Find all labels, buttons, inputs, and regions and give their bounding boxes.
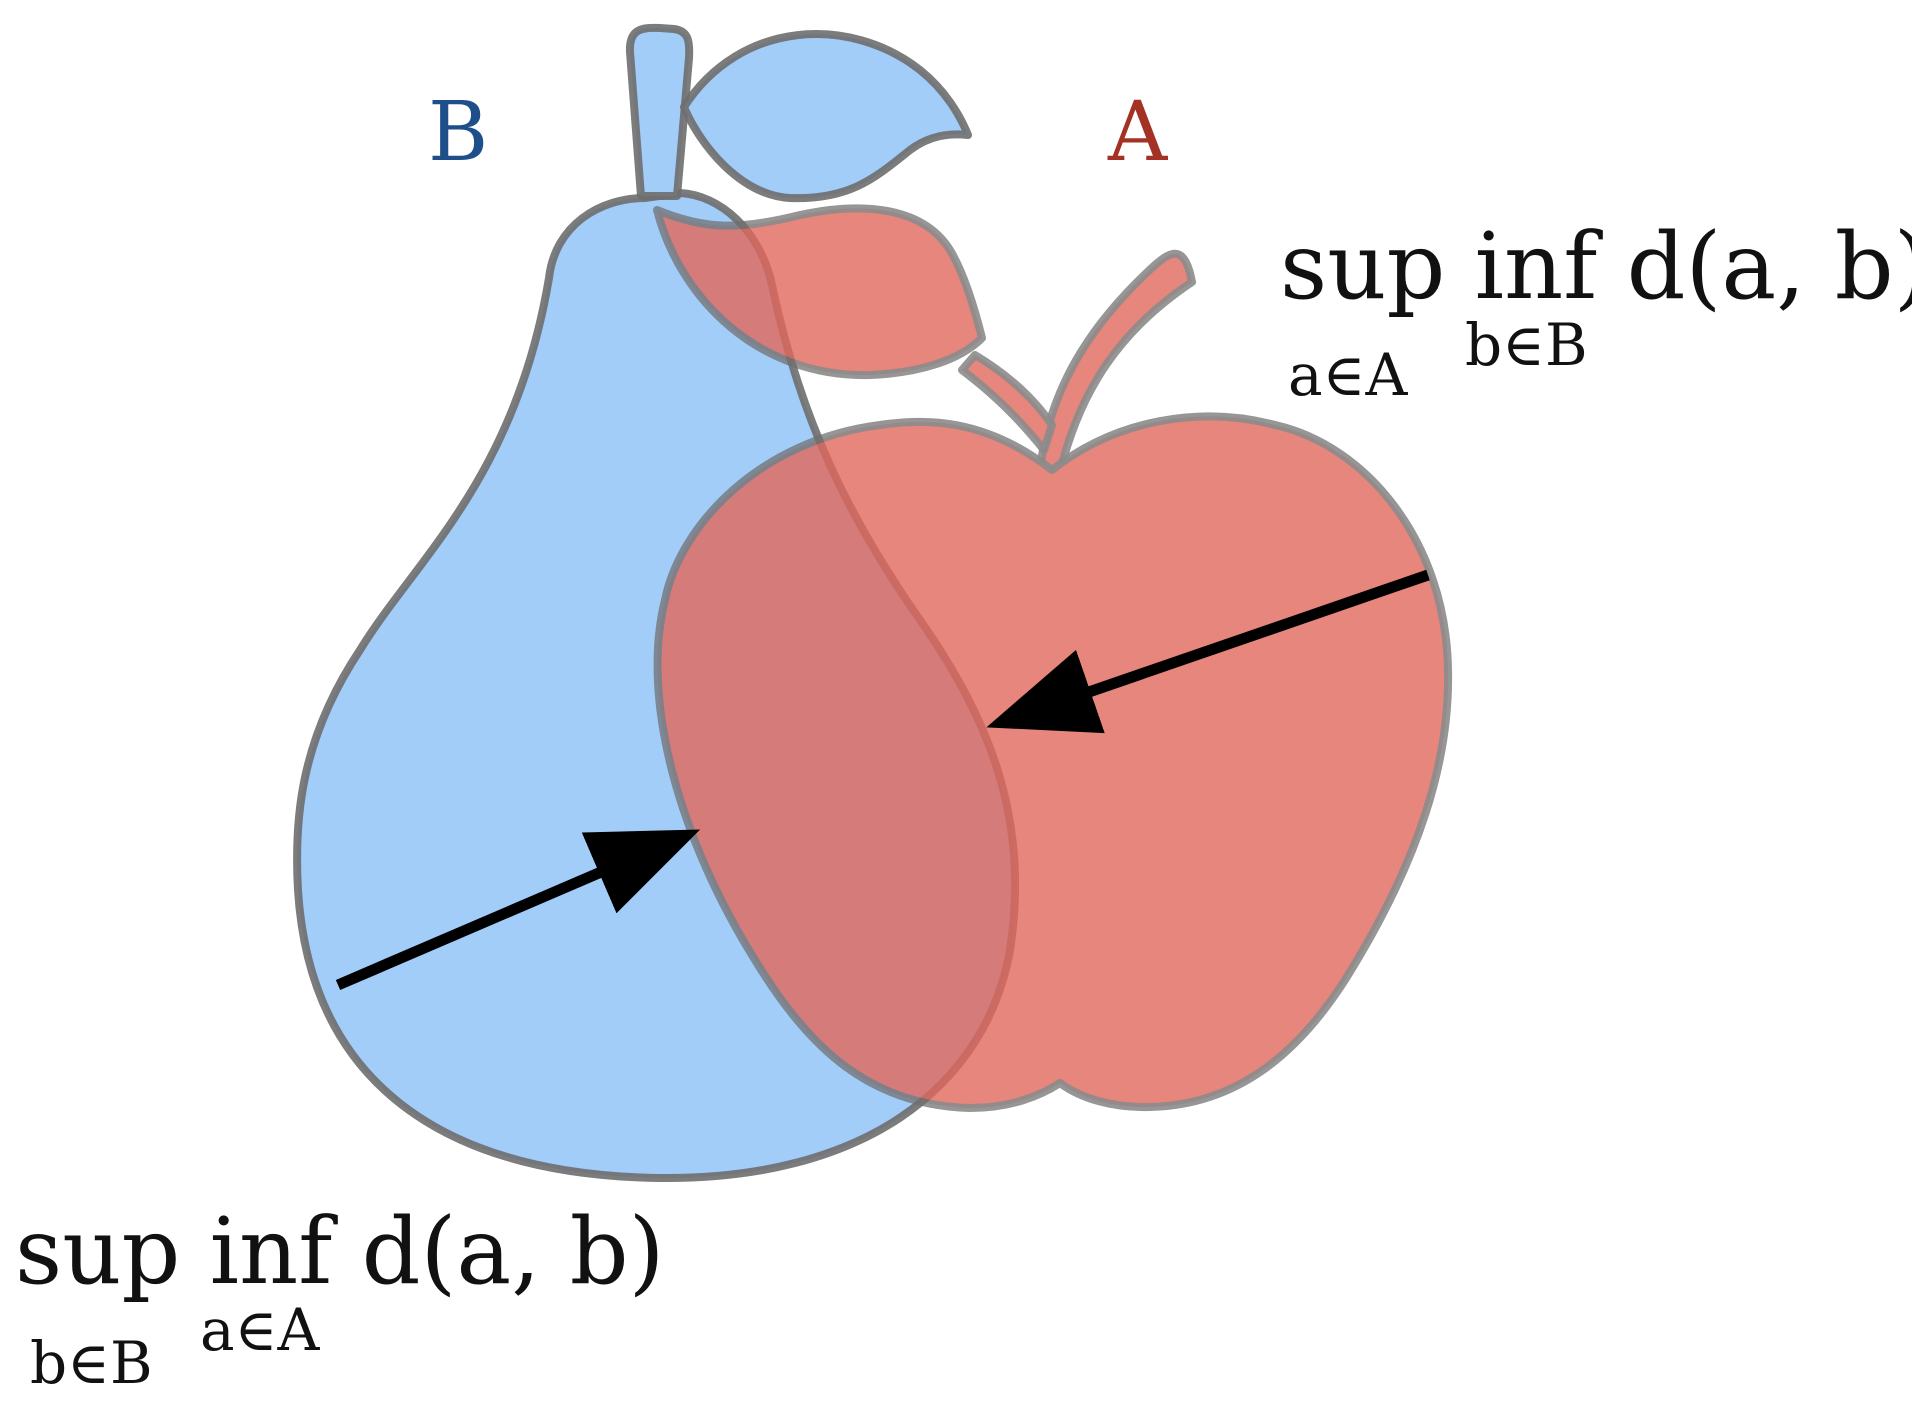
arrow-a-to-b — [986, 569, 1430, 734]
apple-twig — [958, 351, 1056, 454]
formula-bottom-main: sup inf d(a, b) — [15, 1198, 664, 1305]
arrow-b-to-a — [335, 829, 701, 991]
set-label-b: B — [428, 85, 488, 180]
apple-stem — [1036, 249, 1196, 476]
apple-leaf — [653, 204, 986, 380]
pear-stem — [625, 23, 694, 200]
apple-shape — [653, 204, 1453, 1112]
set-label-a: A — [1107, 85, 1169, 180]
formula-bottom: sup inf d(a, b) b∈B a∈A — [15, 1198, 664, 1397]
apple-body — [653, 412, 1453, 1112]
formula-bottom-sub-outer: b∈B — [30, 1329, 153, 1397]
pear-leaf — [680, 30, 972, 203]
formula-top-sub-inner: b∈B — [1465, 311, 1588, 379]
formula-top: sup inf d(a, b) a∈A b∈B — [1280, 213, 1912, 409]
formula-top-sub-outer: a∈A — [1288, 341, 1409, 409]
formula-top-main: sup inf d(a, b) — [1280, 213, 1912, 320]
formula-bottom-sub-inner: a∈A — [200, 1296, 321, 1364]
